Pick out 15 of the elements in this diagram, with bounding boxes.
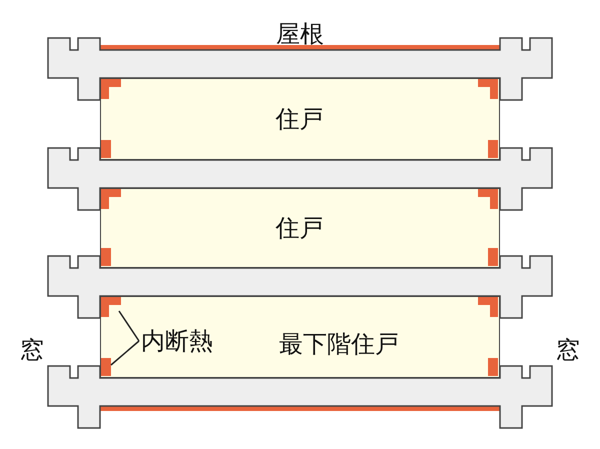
- dwelling-unit: [100, 296, 500, 378]
- dwelling-unit: [100, 188, 500, 268]
- callout-text: 内断熱: [141, 329, 213, 353]
- unit-label: 住戸: [276, 106, 324, 130]
- leader-line: [118, 310, 140, 342]
- insulation-strip: [478, 297, 498, 317]
- unit-label: 最下階住戸: [279, 332, 400, 356]
- insulation-strip: [488, 358, 498, 376]
- unit-label: 住戸: [276, 216, 324, 240]
- insulation-strip: [101, 358, 111, 376]
- dwelling-unit: [100, 78, 500, 160]
- window-label: 窓: [556, 338, 580, 362]
- roof-label: 屋根: [276, 22, 324, 46]
- window-label: 窓: [20, 338, 44, 362]
- insulation-strip: [101, 297, 121, 317]
